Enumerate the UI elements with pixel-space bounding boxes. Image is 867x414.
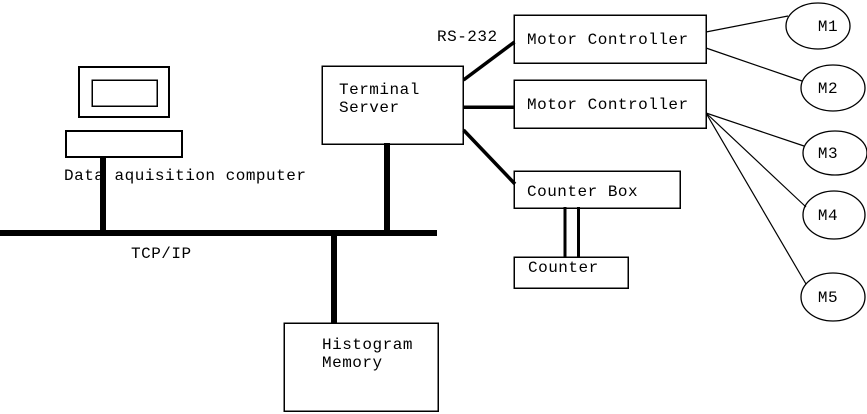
terminal-server-motor-controller-1-link [462, 40, 516, 82]
counter-box [513, 256, 629, 289]
histogram-memory-label-line1: Histogram [322, 336, 413, 354]
keyboard-outline [65, 130, 183, 158]
counter-box-label: Counter Box [527, 183, 638, 201]
motor-controller-1-label: Motor Controller [527, 31, 689, 49]
motor-m5-label: M5 [818, 289, 838, 307]
motor-m4-ellipse [802, 190, 866, 240]
motor-controller-1-m1-link [705, 15, 789, 33]
motor-controller-2-box [513, 79, 707, 129]
motor-controller-2-m5-link [705, 112, 807, 285]
terminal-server-box [321, 65, 464, 145]
counter-label: Counter [528, 259, 599, 277]
motor-m2-ellipse [800, 64, 866, 112]
motor-controller-2-m3-link [705, 112, 805, 147]
monitor-screen [91, 79, 158, 107]
histogram-memory-box [283, 322, 439, 412]
motor-m2-label: M2 [818, 80, 838, 98]
counter-box-box [513, 170, 681, 209]
computer-icon [65, 66, 183, 158]
motor-m1-ellipse [785, 2, 851, 50]
motor-controller-2-m4-link [705, 112, 807, 208]
motor-controller-1-box [513, 14, 707, 64]
terminal-server-label-line2: Server [339, 99, 400, 117]
motor-controller-2-label: Motor Controller [527, 96, 689, 114]
terminal-server-counter-box-link [462, 128, 517, 186]
motor-m3-label: M3 [818, 145, 838, 163]
tcp-ip-label: TCP/IP [131, 245, 192, 263]
motor-m5-ellipse [800, 272, 866, 322]
terminal-server-label-line1: Terminal [339, 81, 420, 99]
motor-controller-1-m2-link [705, 47, 803, 82]
histogram-memory-label-line2: Memory [322, 354, 383, 372]
motor-m4-label: M4 [818, 207, 838, 225]
motor-m1-label: M1 [818, 18, 838, 36]
monitor-outline [78, 66, 170, 118]
motor-m3-ellipse [802, 130, 867, 176]
computer-label: Data aquisition computer [64, 167, 306, 185]
rs232-label: RS-232 [437, 28, 498, 46]
